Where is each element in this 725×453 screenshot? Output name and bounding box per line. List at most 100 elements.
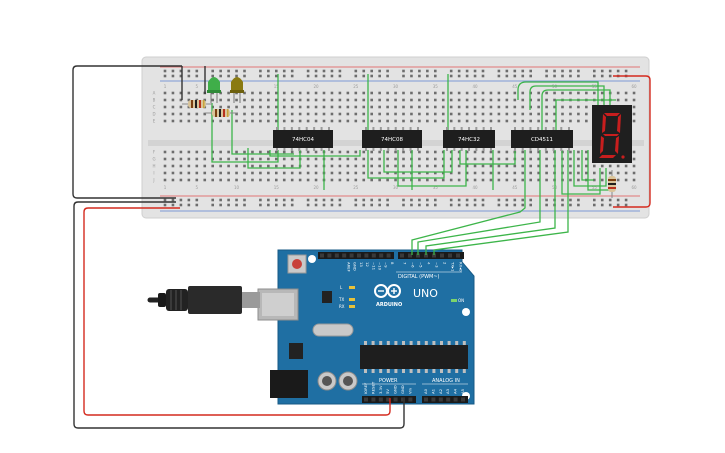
resistor-1[interactable] xyxy=(182,100,212,108)
rail-hole xyxy=(378,203,381,207)
chip-pin xyxy=(560,147,563,151)
digital-pin-label: 12 xyxy=(365,262,370,267)
chip-74hc08[interactable]: 74HC08 xyxy=(362,127,422,151)
digital-header-left[interactable] xyxy=(318,252,394,259)
rail-hole xyxy=(290,69,294,73)
breadboard-hole xyxy=(402,112,405,116)
rail-hole xyxy=(282,69,286,73)
breadboard-hole xyxy=(632,119,636,123)
rail-hole xyxy=(282,203,286,207)
breadboard-hole xyxy=(330,112,334,116)
breadboard-hole xyxy=(521,91,525,95)
breadboard-hole xyxy=(354,157,358,161)
yellow-led[interactable] xyxy=(230,77,244,103)
digital-pin-label: GND xyxy=(353,262,358,271)
breadboard-hole xyxy=(632,98,636,102)
breadboard-hole xyxy=(394,178,397,182)
chip-74hc04[interactable]: 74HC04 xyxy=(273,127,333,151)
breadboard-hole xyxy=(235,112,238,116)
breadboard-hole xyxy=(386,157,389,161)
chip-cd4511[interactable]: CD4511 xyxy=(511,127,573,151)
mcu-pin xyxy=(371,341,375,345)
resistor-3[interactable] xyxy=(608,170,616,198)
rail-hole xyxy=(235,198,238,202)
analog-pin-label: A0 xyxy=(423,388,428,394)
column-number: 25 xyxy=(353,84,359,89)
breadboard-hole xyxy=(235,178,238,182)
digital-header-right[interactable] xyxy=(398,252,464,259)
atmega-chip-pins xyxy=(364,341,466,373)
reset-button-cap[interactable] xyxy=(292,259,302,269)
rail-hole xyxy=(211,69,214,73)
breadboard-hole xyxy=(441,150,445,154)
rail-hole xyxy=(267,74,270,78)
rail-hole xyxy=(211,198,214,202)
breadboard-hole xyxy=(569,157,572,161)
breadboard-hole xyxy=(330,164,334,168)
rail-hole xyxy=(306,69,310,73)
breadboard-hole xyxy=(243,119,246,123)
chip-74hc32[interactable]: 74HC32 xyxy=(443,127,495,151)
breadboard-hole xyxy=(441,112,445,116)
column-number: 40 xyxy=(473,84,479,89)
green-led[interactable] xyxy=(207,77,221,103)
breadboard-hole xyxy=(481,178,485,182)
breadboard-hole xyxy=(267,164,270,168)
rail-hole xyxy=(306,203,310,207)
digital-pin-label: ~5 xyxy=(419,262,424,268)
header-hole xyxy=(393,397,398,402)
rail-hole xyxy=(457,203,461,207)
breadboard-hole xyxy=(187,150,191,154)
rail-hole xyxy=(426,198,429,202)
chip-pin xyxy=(544,147,547,151)
red-wires xyxy=(83,75,651,416)
header-hole xyxy=(364,253,369,258)
breadboard-hole xyxy=(338,164,342,168)
rail-hole xyxy=(275,198,278,202)
analog-header[interactable] xyxy=(422,396,468,403)
breadboard-hole xyxy=(553,105,556,109)
breadboard-hole xyxy=(624,98,628,102)
header-hole xyxy=(371,397,376,402)
breadboard-hole xyxy=(426,98,429,102)
breadboard-hole xyxy=(457,91,461,95)
breadboard-hole xyxy=(513,91,517,95)
breadboard-hole xyxy=(386,112,389,116)
breadboard-hole xyxy=(378,105,381,109)
breadboard-hole xyxy=(473,119,477,123)
breadboard-hole xyxy=(203,112,207,116)
rail-hole xyxy=(171,74,175,78)
rail-hole xyxy=(434,74,437,78)
breadboard-hole xyxy=(314,164,318,168)
rail-hole xyxy=(465,74,469,78)
breadboard-hole xyxy=(386,91,389,95)
breadboard-hole xyxy=(521,105,525,109)
seven-segment-display[interactable] xyxy=(592,105,632,163)
rail-hole xyxy=(338,74,342,78)
column-number: 15 xyxy=(274,185,280,190)
digital-pin-label: RX◂0 xyxy=(459,262,464,272)
chip-pin xyxy=(283,147,286,151)
breadboard-hole xyxy=(362,150,366,154)
breadboard-hole xyxy=(513,164,517,168)
breadboard-hole xyxy=(362,91,366,95)
breadboard-hole xyxy=(600,164,604,168)
breadboard-hole xyxy=(187,178,191,182)
breadboard-hole xyxy=(457,164,461,168)
chip-pin xyxy=(453,127,456,131)
breadboard-hole xyxy=(251,178,254,182)
breadboard-hole xyxy=(449,105,453,109)
breadboard-hole xyxy=(394,171,397,175)
breadboard-hole xyxy=(163,119,167,123)
rail-hole xyxy=(235,203,238,207)
breadboard-hole xyxy=(505,157,509,161)
mcu-pin xyxy=(432,341,436,345)
breadboard-hole xyxy=(632,178,636,182)
breadboard-hole xyxy=(259,157,262,161)
resistor-2[interactable] xyxy=(205,109,238,117)
breadboard-hole xyxy=(338,178,342,182)
rail-hole xyxy=(354,198,358,202)
breadboard-hole xyxy=(171,91,175,95)
chip-pin xyxy=(529,127,532,131)
